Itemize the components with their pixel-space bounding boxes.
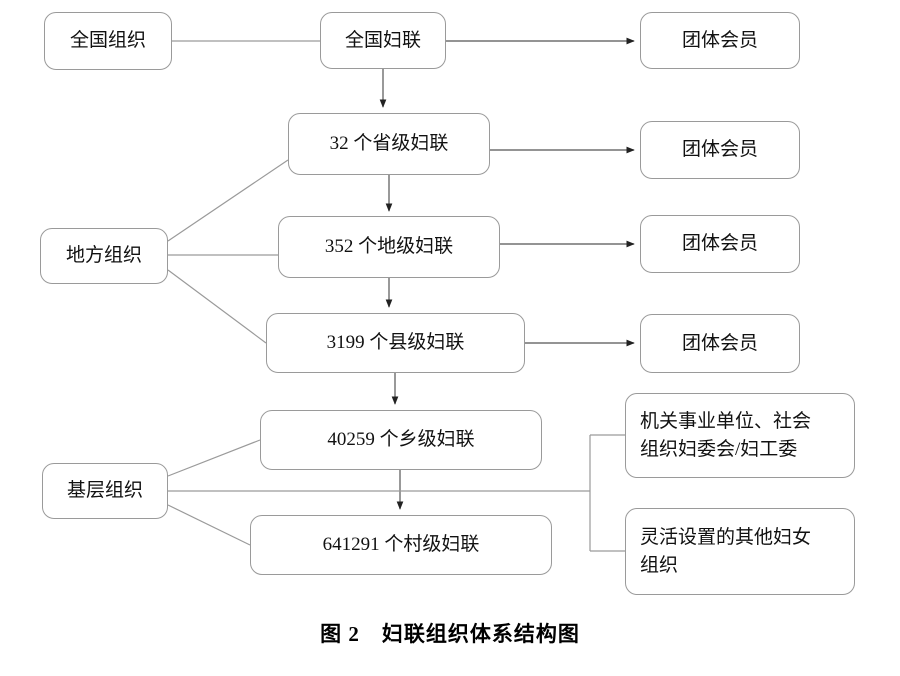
figure-caption: 图 2 妇联组织体系结构图 (320, 622, 580, 646)
level-label-village: 641291 个村级妇联 (322, 534, 480, 556)
level-label-acwf: 全国妇联 (344, 29, 421, 51)
group-label-local: 地方组织 (65, 245, 142, 267)
level-node-prefecture[interactable]: 352 个地级妇联 (278, 216, 500, 278)
level-node-acwf[interactable]: 全国妇联 (320, 12, 446, 69)
level-node-township[interactable]: 40259 个乡级妇联 (260, 410, 542, 470)
group-node-local[interactable]: 地方组织 (40, 228, 168, 284)
group-label-national: 全国组织 (69, 30, 146, 52)
level-label-county: 3199 个县级妇联 (326, 332, 465, 354)
grassroots-unit-node-1[interactable]: 机关事业单位、社会 组织妇委会/妇工委 (625, 393, 855, 478)
member-node-3[interactable]: 团体会员 (640, 215, 800, 273)
member-label-1: 团体会员 (681, 29, 758, 51)
grassroots-unit-node-2[interactable]: 灵活设置的其他妇女 组织 (625, 508, 855, 595)
grassroots-unit-label-2: 灵活设置的其他妇女 组织 (640, 526, 812, 576)
level-node-provincial[interactable]: 32 个省级妇联 (288, 113, 490, 175)
edge-local-to-county (167, 269, 267, 344)
level-node-village[interactable]: 641291 个村级妇联 (250, 515, 552, 575)
member-label-4: 团体会员 (681, 332, 758, 354)
edge-grassroots-to-township (167, 439, 261, 477)
edge-local-to-provincial (167, 159, 289, 242)
grassroots-unit-label-1: 机关事业单位、社会 组织妇委会/妇工委 (640, 410, 812, 460)
group-node-national[interactable]: 全国组织 (44, 12, 172, 70)
group-node-grassroots[interactable]: 基层组织 (42, 463, 168, 519)
member-node-2[interactable]: 团体会员 (640, 121, 800, 179)
level-label-township: 40259 个乡级妇联 (327, 429, 475, 451)
member-node-4[interactable]: 团体会员 (640, 314, 800, 373)
level-label-provincial: 32 个省级妇联 (329, 133, 449, 155)
member-label-2: 团体会员 (681, 139, 758, 161)
edge-grassroots-to-village (167, 504, 251, 546)
level-label-prefecture: 352 个地级妇联 (324, 236, 454, 258)
member-node-1[interactable]: 团体会员 (640, 12, 800, 69)
level-node-county[interactable]: 3199 个县级妇联 (266, 313, 525, 373)
group-label-grassroots: 基层组织 (66, 480, 143, 502)
member-label-3: 团体会员 (681, 233, 758, 255)
